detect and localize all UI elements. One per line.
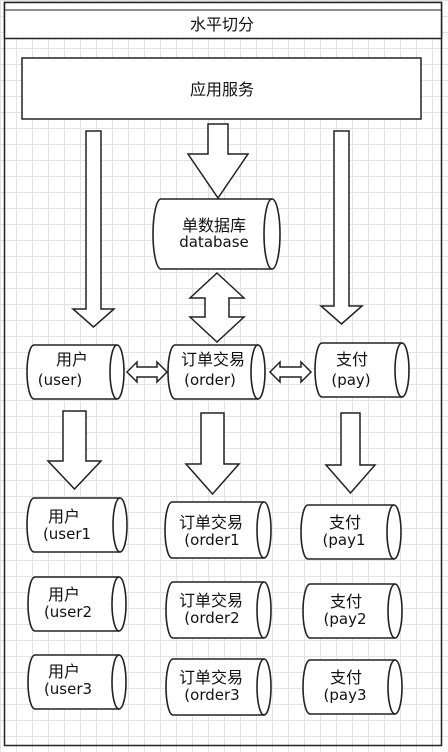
order1-sub: (order1 <box>184 531 239 549</box>
cylinder-pay <box>314 342 410 398</box>
cylinder-pay3 <box>302 659 403 715</box>
order2-name: 订单交易 <box>179 591 243 610</box>
app-service-label: 应用服务 <box>190 80 254 99</box>
arrow-database-order <box>188 271 246 344</box>
arrow-order-pay <box>268 360 313 384</box>
cylinder-pay1 <box>300 504 402 560</box>
cylinder-order2 <box>165 581 272 639</box>
cylinder-order3 <box>165 658 272 716</box>
user-name: 用户 <box>56 350 88 369</box>
arrow-app-to-user <box>71 130 116 328</box>
pay3-name: 支付 <box>330 668 362 687</box>
arrow-user-to-shards <box>46 410 103 491</box>
pay-name: 支付 <box>336 350 368 369</box>
order3-name: 订单交易 <box>179 668 243 687</box>
arrow-app-to-database <box>186 123 250 200</box>
user3-name: 用户 <box>48 662 80 681</box>
cylinder-order <box>167 344 266 400</box>
pay3-sub: (pay3 <box>324 686 367 704</box>
order-sub: (order) <box>184 371 236 389</box>
cylinder-user3 <box>27 654 127 710</box>
cylinder-pay2 <box>302 583 403 639</box>
database-sub: database <box>179 233 249 251</box>
cylinder-user1 <box>26 497 128 553</box>
order1-name: 订单交易 <box>179 513 243 532</box>
cylinder-order1 <box>164 501 272 559</box>
database-name: 单数据库 <box>182 216 246 235</box>
diagram-title: 水平切分 <box>190 15 254 34</box>
cylinder-user2 <box>27 576 127 632</box>
title-bar <box>3 1 443 40</box>
order-name: 订单交易 <box>181 350 245 369</box>
user1-name: 用户 <box>48 507 80 526</box>
pay1-sub: (pay1 <box>323 531 366 549</box>
pay2-name: 支付 <box>330 592 362 611</box>
cylinder-user <box>26 344 125 400</box>
user2-name: 用户 <box>48 585 80 604</box>
pay-sub: (pay) <box>331 371 370 389</box>
arrow-order-to-shards <box>184 412 241 496</box>
order2-sub: (order2 <box>184 609 239 627</box>
app-service-box <box>21 57 422 120</box>
pay2-sub: (pay2 <box>324 610 367 628</box>
user2-sub: (user2 <box>44 603 92 621</box>
arrow-pay-to-shards <box>324 412 377 495</box>
arrow-user-order <box>125 360 169 384</box>
user1-sub: (user1 <box>43 525 91 543</box>
database-cylinder <box>152 198 281 270</box>
order3-sub: (order3 <box>184 686 239 704</box>
pay1-name: 支付 <box>329 513 361 532</box>
arrow-app-to-pay <box>319 130 364 325</box>
user-sub: (user) <box>38 371 82 389</box>
user3-sub: (user3 <box>44 680 92 698</box>
